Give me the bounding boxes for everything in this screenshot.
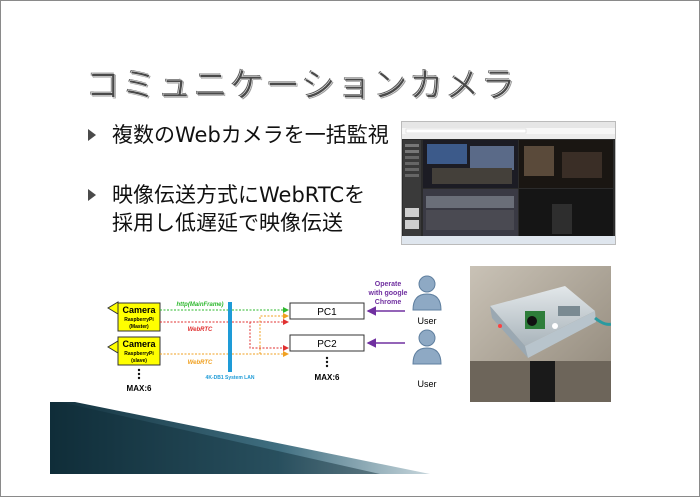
camera-slave-title: Camera bbox=[122, 339, 156, 349]
camera-master-sub1: RaspberryPi bbox=[124, 317, 154, 323]
bullet-1-line-1: 複数のWebカメラを一括監視 bbox=[112, 123, 389, 147]
slide-title: コミュニケーションカメラ bbox=[86, 66, 518, 107]
camera-master-title: Camera bbox=[122, 305, 156, 315]
user-2-label: User bbox=[417, 379, 436, 389]
operate-line-1: Operate bbox=[375, 281, 402, 288]
link-webrtc-2-label: WebRTC bbox=[188, 360, 213, 366]
camera-lens-icon bbox=[107, 340, 119, 354]
link-webrtc-1-label: WebRTC bbox=[188, 327, 213, 333]
bullet-2-line-1: 映像伝送方式にWebRTCを bbox=[112, 183, 366, 207]
operate-line-3: Chrome bbox=[375, 299, 402, 306]
camera-lens-icon bbox=[107, 301, 119, 315]
pc1-box bbox=[289, 302, 365, 320]
camera-slave-box bbox=[117, 336, 161, 366]
user-2-icon bbox=[412, 329, 442, 365]
camera-master-sub2: (Master) bbox=[129, 324, 149, 330]
camera-slave-sub2: (slave) bbox=[131, 358, 147, 364]
monitor-screenshot-image bbox=[401, 121, 616, 245]
camera-master-box bbox=[117, 302, 161, 332]
pc2-label: PC2 bbox=[317, 339, 337, 350]
bullet-2-line-2: 採用し低遅延で映像伝送 bbox=[112, 211, 343, 235]
decorative-corner-shape bbox=[50, 402, 430, 474]
user-1-label: User bbox=[417, 316, 436, 326]
lan-label: 4K-DB1 System LAN bbox=[206, 375, 255, 381]
link-http-label: http(MainFrame) bbox=[177, 302, 224, 308]
bullet-arrow-icon bbox=[88, 129, 96, 141]
system-diagram: Camera RaspberryPi (Master) Camera Raspb… bbox=[107, 275, 442, 393]
pc1-label: PC1 bbox=[317, 307, 337, 318]
pc2-box bbox=[289, 334, 365, 352]
camera-slave-sub1: RaspberryPi bbox=[124, 351, 154, 357]
bullet-2: 映像伝送方式にWebRTCを 採用し低遅延で映像伝送 bbox=[88, 181, 366, 237]
bullet-1: 複数のWebカメラを一括監視 bbox=[88, 121, 389, 149]
lan-bar bbox=[228, 302, 232, 372]
camera-max-label: MAX:6 bbox=[127, 384, 152, 393]
bullet-arrow-icon bbox=[88, 189, 96, 201]
operate-line-2: with google bbox=[368, 290, 408, 297]
pc-max-label: MAX:6 bbox=[315, 373, 340, 382]
user-1-icon bbox=[412, 275, 442, 311]
camera-device-photo bbox=[470, 266, 611, 402]
